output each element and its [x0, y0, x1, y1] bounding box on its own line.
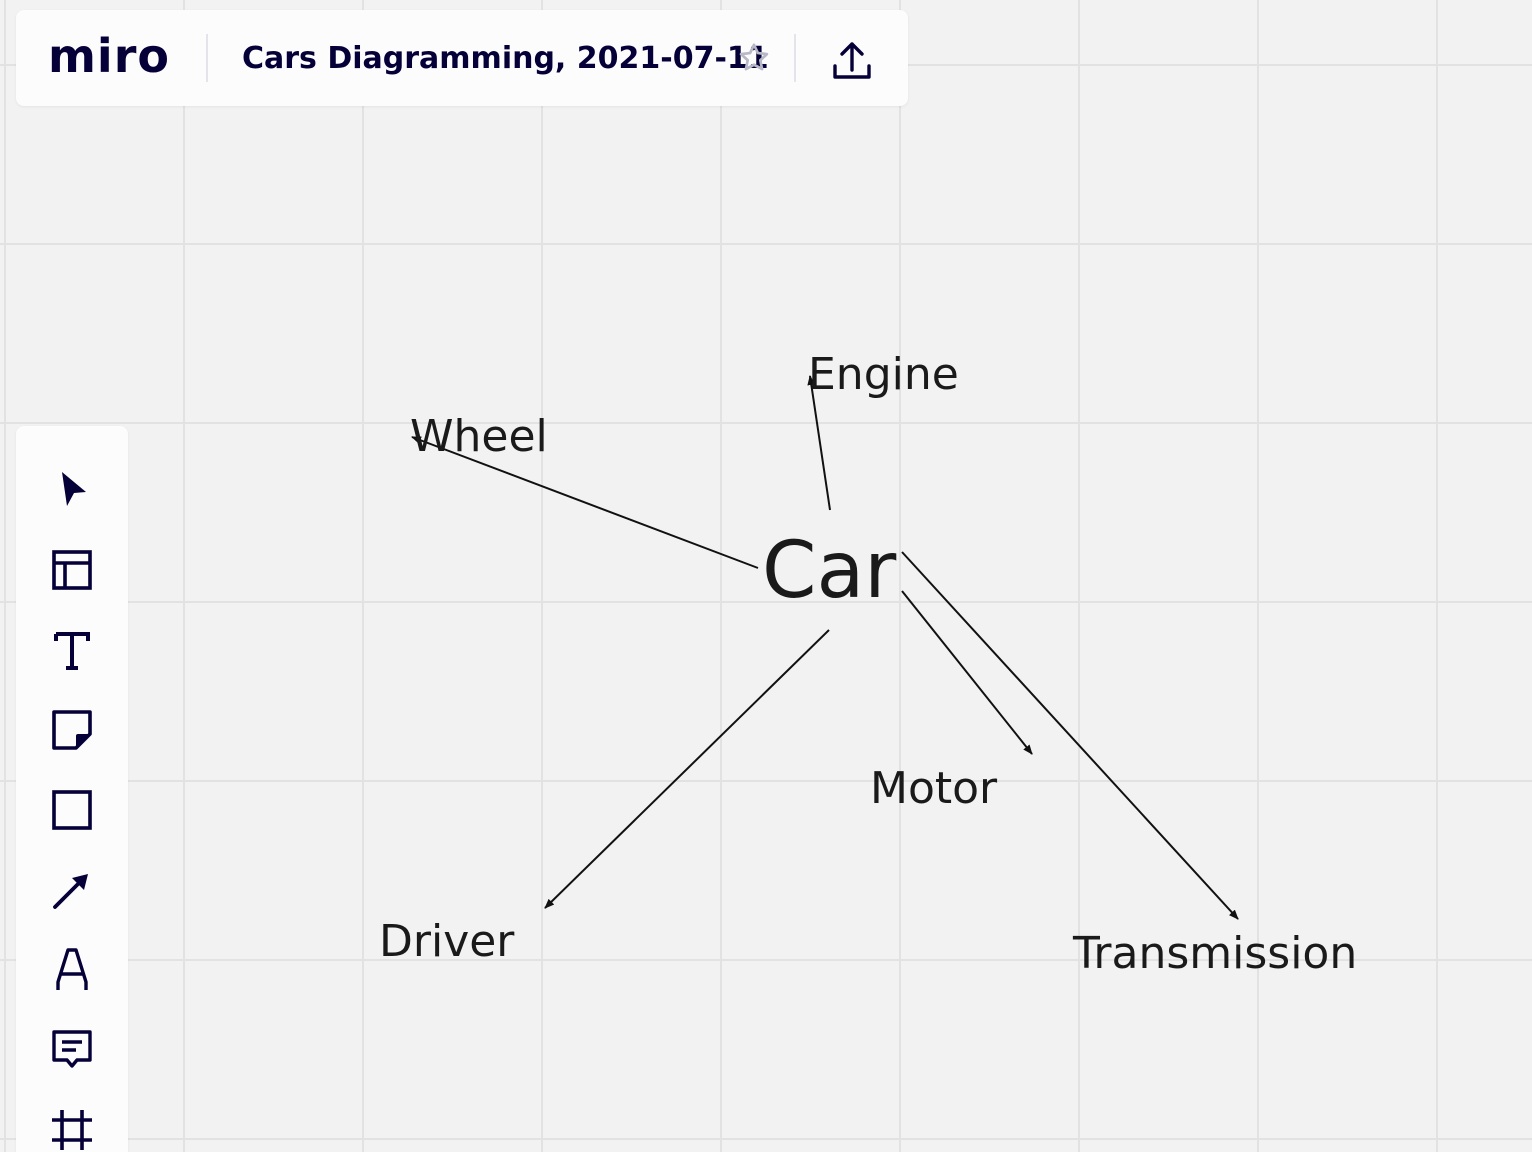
frame-tool[interactable] — [48, 1106, 96, 1152]
comment-tool[interactable] — [48, 1026, 96, 1074]
templates-tool[interactable] — [48, 546, 96, 594]
header-divider — [206, 34, 208, 82]
pen-tool[interactable] — [48, 946, 96, 994]
node-wheel[interactable]: Wheel — [410, 411, 548, 462]
share-export-button[interactable] — [826, 34, 878, 86]
text-tool[interactable] — [48, 626, 96, 674]
layout-template-icon — [52, 550, 92, 590]
connector-car-transmission[interactable] — [901, 551, 1239, 920]
pen-icon — [56, 948, 88, 990]
connection-line-tool[interactable] — [48, 866, 96, 914]
node-engine[interactable]: Engine — [808, 349, 959, 400]
node-transmission[interactable]: Transmission — [1073, 928, 1358, 979]
node-driver[interactable]: Driver — [379, 916, 515, 967]
comment-icon — [52, 1030, 92, 1068]
sticky-note-icon — [52, 710, 92, 750]
star-icon — [739, 43, 769, 71]
connector-car-wheel[interactable] — [411, 436, 759, 569]
cursor-arrow-icon — [62, 472, 86, 506]
board-title[interactable]: Cars Diagramming, 2021-07-11 — [242, 41, 769, 76]
header-divider — [794, 34, 796, 82]
connector-car-motor[interactable] — [901, 590, 1033, 755]
connector-car-driver[interactable] — [544, 629, 830, 909]
text-t-icon — [54, 632, 90, 670]
arrow-icon — [53, 874, 88, 909]
square-icon — [52, 790, 92, 830]
board-header: miro Cars Diagramming, 2021-07-11 — [16, 10, 908, 106]
star-button[interactable] — [736, 40, 772, 76]
select-tool[interactable] — [48, 466, 96, 514]
upload-icon — [833, 42, 871, 79]
node-motor[interactable]: Motor — [870, 763, 998, 814]
frame-icon — [52, 1110, 92, 1150]
shape-tool[interactable] — [48, 786, 96, 834]
miro-logo[interactable]: miro — [48, 29, 170, 83]
connector-car-engine[interactable] — [807, 375, 831, 511]
sticky-note-tool[interactable] — [48, 706, 96, 754]
node-car[interactable]: Car — [762, 526, 897, 616]
creation-toolbar — [16, 426, 128, 1152]
